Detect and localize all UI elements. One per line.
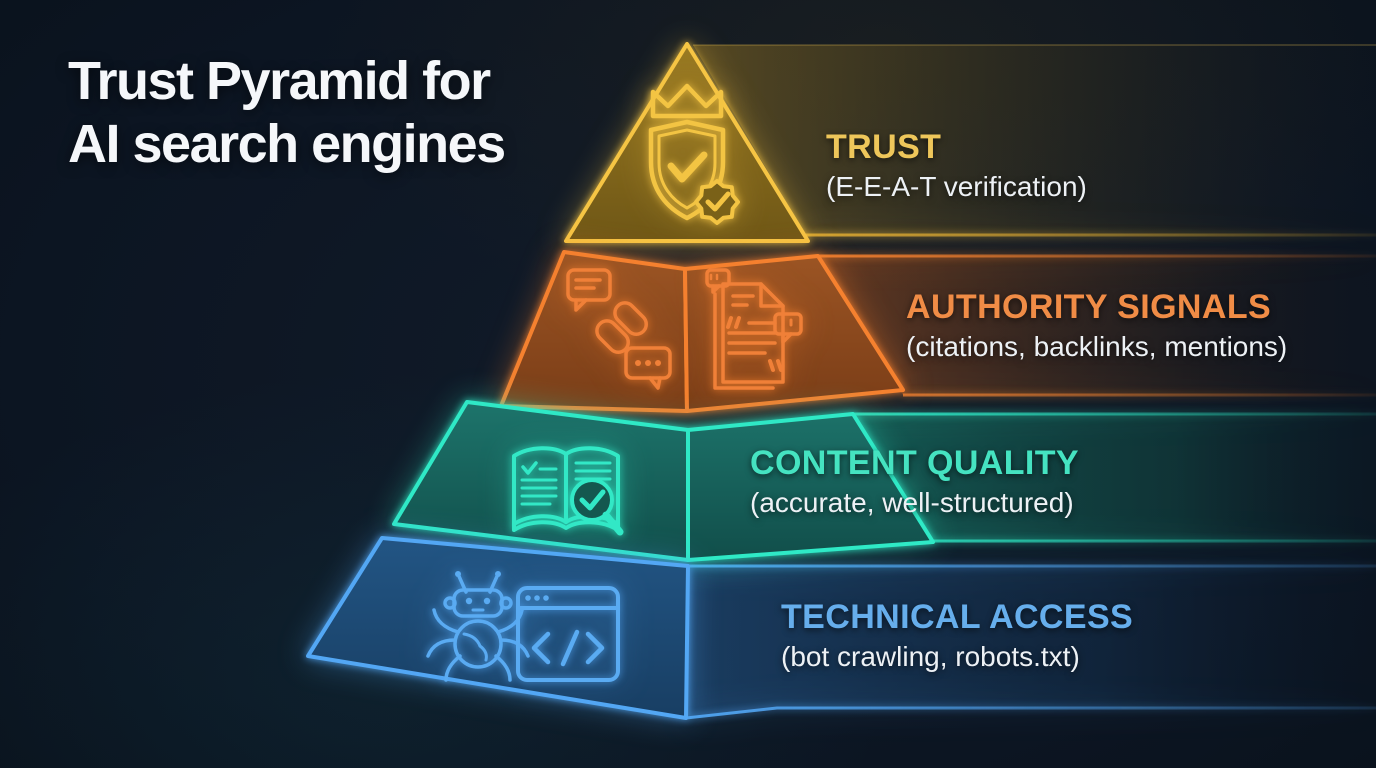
level-label-technical: TECHNICAL ACCESS (bot crawling, robots.t…	[781, 598, 1133, 673]
level-label-content: CONTENT QUALITY (accurate, well-structur…	[750, 444, 1079, 519]
book-check-magnifier-icon	[512, 446, 624, 536]
cited-document-icon	[705, 268, 803, 390]
pyramid-level-trust	[564, 42, 810, 243]
crawler-bot-icon	[426, 571, 530, 682]
authority-band	[818, 256, 1376, 395]
code-window-icon	[516, 586, 620, 682]
pyramid-level-technical	[306, 536, 690, 720]
content-subtitle: (accurate, well-structured)	[750, 487, 1074, 518]
technical-band-bottom-edge	[685, 706, 1376, 720]
page-title: Trust Pyramid for AI search engines	[68, 50, 506, 175]
trust-subtitle: (E-E-A-T verification)	[826, 171, 1087, 202]
trust-band	[693, 45, 1376, 235]
level-label-authority: AUTHORITY SIGNALS (citations, backlinks,…	[906, 288, 1287, 363]
page-title-line2: AI search engines	[68, 113, 506, 174]
content-face-right	[686, 412, 935, 562]
shield-crown-badge-icon	[648, 83, 740, 225]
content-title: CONTENT QUALITY	[750, 444, 1079, 482]
authority-title: AUTHORITY SIGNALS	[906, 288, 1272, 326]
content-band	[853, 414, 1376, 541]
level-label-trust: TRUST (E-E-A-T verification)	[826, 128, 1087, 203]
authority-subtitle: (citations, backlinks, mentions)	[906, 331, 1288, 362]
chat-link-icon	[566, 268, 672, 390]
trust-title: TRUST	[826, 128, 942, 166]
technical-band	[686, 566, 1376, 718]
page-title-line1: Trust Pyramid for	[68, 51, 491, 111]
technical-title: TECHNICAL ACCESS	[781, 598, 1134, 636]
technical-subtitle: (bot crawling, robots.txt)	[781, 641, 1080, 672]
trust-face	[564, 42, 810, 243]
level-bands	[685, 44, 1376, 720]
technical-face-left	[306, 536, 690, 720]
